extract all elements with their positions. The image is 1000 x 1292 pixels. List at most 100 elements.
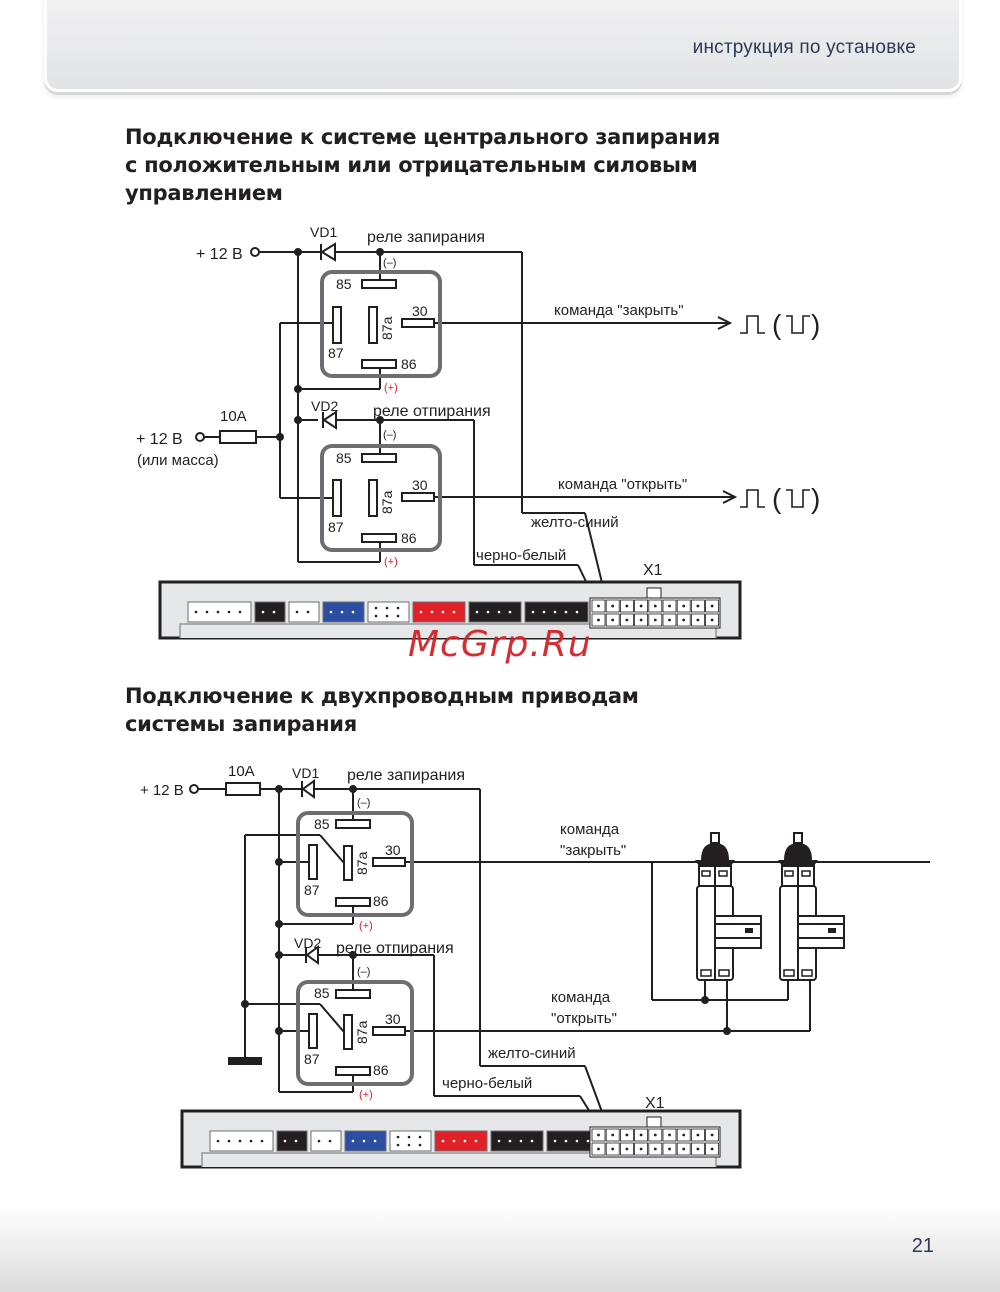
pin-dot xyxy=(418,1143,422,1147)
pin-dot xyxy=(710,604,714,608)
pin-dot xyxy=(306,610,310,614)
pin-dot xyxy=(639,604,643,608)
pin-dot xyxy=(396,606,400,610)
label-plus: (+) xyxy=(359,920,373,932)
pin-87a: 87a xyxy=(354,851,370,875)
pin-dot xyxy=(653,618,657,622)
pin-dot xyxy=(696,1147,700,1151)
section-title-two-wire-actuators: Подключение к двухпроводным приводам сис… xyxy=(125,684,639,736)
pin-dot xyxy=(611,1147,615,1151)
pin-dot xyxy=(553,610,557,614)
pin-dot xyxy=(407,1143,411,1147)
pin-dot xyxy=(329,610,333,614)
pin-dot xyxy=(295,610,299,614)
pin-dot xyxy=(486,610,490,614)
label-plus-2: (+) xyxy=(359,1089,373,1101)
pin-dot xyxy=(597,1133,600,1137)
pin-87a-2: 87a xyxy=(354,1020,370,1044)
pin-dot xyxy=(419,610,423,614)
pin-dot xyxy=(508,1139,512,1143)
pin-dot xyxy=(639,618,643,622)
pin-30-2: 30 xyxy=(412,477,428,493)
pin-dot xyxy=(696,1133,700,1137)
pulse-brackets: ( ) ( ) xyxy=(772,309,820,514)
pin-87-2: 87 xyxy=(328,519,344,535)
pin-dot xyxy=(374,606,378,610)
header-title: инструкция по установке xyxy=(692,37,916,58)
pin-dot xyxy=(205,610,209,614)
svg-text:(: ( xyxy=(772,309,782,340)
pin-dot xyxy=(564,1139,568,1143)
pin-dot xyxy=(668,1147,671,1151)
label-cmd-open-1: команда xyxy=(551,989,611,1006)
label-12v: + 12 В xyxy=(140,782,184,799)
pin-dot xyxy=(519,1139,523,1143)
pin-dot xyxy=(639,1133,643,1137)
pin-dot xyxy=(227,610,231,614)
pin-dot xyxy=(385,614,389,618)
pin-dot xyxy=(283,1139,287,1143)
connector-block xyxy=(276,1130,308,1152)
label-plus-2: (+) xyxy=(384,556,398,568)
pin-dot xyxy=(340,610,344,614)
page-number: 21 xyxy=(911,1235,934,1257)
pin-dot xyxy=(542,610,546,614)
pin-dot xyxy=(625,618,629,622)
label-fuse: 10А xyxy=(220,408,247,425)
pin-30-2: 30 xyxy=(385,1011,401,1027)
label-relay-open: реле отпирания xyxy=(336,940,454,957)
pin-85: 85 xyxy=(336,276,352,292)
relay-close-box xyxy=(320,270,442,378)
pin-dot xyxy=(653,1147,657,1151)
control-unit-1 xyxy=(158,580,742,640)
label-12v-top: + 12 В xyxy=(196,246,243,263)
pin-dot xyxy=(639,1147,643,1151)
pin-dot xyxy=(194,610,198,614)
pin-dot xyxy=(407,1135,411,1139)
pin-87-2: 87 xyxy=(304,1051,320,1067)
control-unit-2 xyxy=(180,1109,742,1169)
label-plus: (+) xyxy=(384,382,398,394)
connector-block xyxy=(389,1130,432,1152)
label-minus-2: (–) xyxy=(357,966,370,978)
label-cmd-close: команда "закрыть" xyxy=(554,302,684,319)
label-12v-mid: + 12 В xyxy=(136,431,183,448)
pin-dot xyxy=(597,604,600,608)
pin-dot xyxy=(227,1139,231,1143)
label-minus-2: (–) xyxy=(383,429,396,441)
unit-rail xyxy=(201,1152,717,1167)
pin-dot xyxy=(418,1135,422,1139)
pin-dot xyxy=(625,1147,629,1151)
pin-dot xyxy=(396,1135,400,1139)
pin-dot xyxy=(586,1139,590,1143)
pin-dot xyxy=(497,610,501,614)
diode-vd1-icon xyxy=(315,242,336,262)
pin-dot xyxy=(396,614,400,618)
header-band xyxy=(44,0,962,92)
pin-dot xyxy=(385,606,389,610)
pin-dot xyxy=(682,618,686,622)
connector-x1-latch xyxy=(646,1116,662,1128)
pin-dot xyxy=(653,1133,657,1137)
label-vd2: VD2 xyxy=(311,398,338,414)
pin-dot xyxy=(328,1139,332,1143)
pin-dot xyxy=(682,1147,686,1151)
connector-block xyxy=(344,1130,387,1152)
pin-dot xyxy=(373,1139,377,1143)
pin-dot xyxy=(441,1139,445,1143)
pin-dot xyxy=(597,618,600,622)
connector-block xyxy=(209,1130,274,1152)
relay-open-box xyxy=(296,980,414,1086)
pin-dot xyxy=(611,1133,615,1137)
pin-dot xyxy=(668,1133,671,1137)
pin-dot xyxy=(452,610,456,614)
actuator-icon xyxy=(695,832,762,981)
connector-block xyxy=(468,601,522,623)
pin-dot xyxy=(611,618,615,622)
pin-dot xyxy=(575,610,579,614)
connector-block xyxy=(367,601,410,623)
svg-text:): ) xyxy=(811,309,820,340)
pin-dot xyxy=(272,610,276,614)
pin-dot xyxy=(249,1139,253,1143)
pin-dot xyxy=(668,604,671,608)
